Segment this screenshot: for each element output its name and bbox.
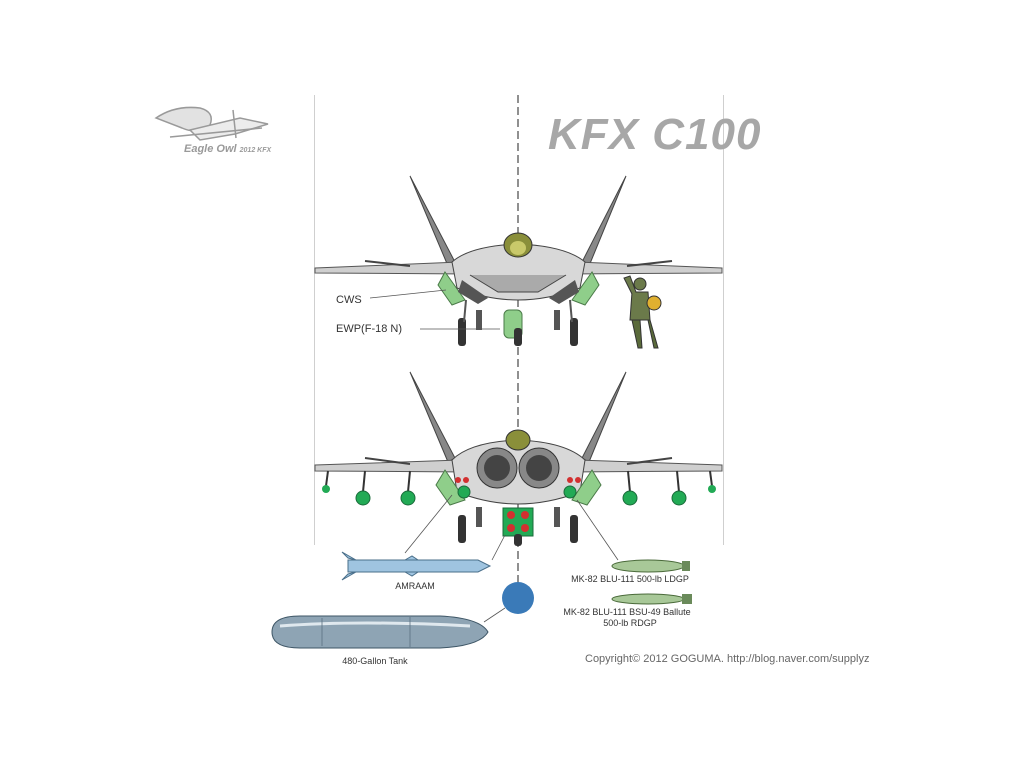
tank-leader-line <box>483 607 506 623</box>
cws-label: CWS <box>336 294 362 306</box>
ewp-label: EWP(F-18 N) <box>336 323 402 335</box>
page-title: KFX C100 <box>548 110 762 159</box>
aircraft-front-view-bottom <box>314 371 723 546</box>
right-wing-stores <box>622 470 716 506</box>
bomb2-label-line2: 500-lb RDGP <box>603 618 657 628</box>
mk82-rdgp-bomb-icon <box>611 593 692 605</box>
bay-leader-line <box>491 534 506 561</box>
cws-leader-line <box>369 289 447 299</box>
tank-station-marker <box>502 582 534 614</box>
left-wing-stores <box>322 470 416 506</box>
amraam-missile-icon <box>341 551 492 581</box>
logo-sub: 2012 KFX <box>239 147 272 154</box>
left-frame-line <box>314 95 315 545</box>
pilot-figure-icon <box>623 275 662 349</box>
fuel-tank-icon <box>271 615 489 649</box>
bomb1-label: MK-82 BLU-111 500-lb LDGP <box>571 574 689 584</box>
amraam-leader-line <box>404 494 453 554</box>
bomb2-label-line1: MK-82 BLU-111 BSU-49 Ballute <box>563 607 691 617</box>
logo-name: Eagle Owl <box>184 143 237 155</box>
aircraft-front-view-top <box>314 175 723 346</box>
right-frame-line <box>723 95 724 545</box>
amraam-label: AMRAAM <box>395 581 435 591</box>
eagle-owl-logo-icon <box>154 106 269 141</box>
logo-text: Eagle Owl 2012 KFX <box>184 143 271 155</box>
bomb-leader-line <box>576 499 619 561</box>
mk82-ldgp-bomb-icon <box>611 559 690 573</box>
copyright-text: Copyright© 2012 GOGUMA. http://blog.nave… <box>585 653 870 665</box>
tank-label: 480-Gallon Tank <box>342 656 408 666</box>
